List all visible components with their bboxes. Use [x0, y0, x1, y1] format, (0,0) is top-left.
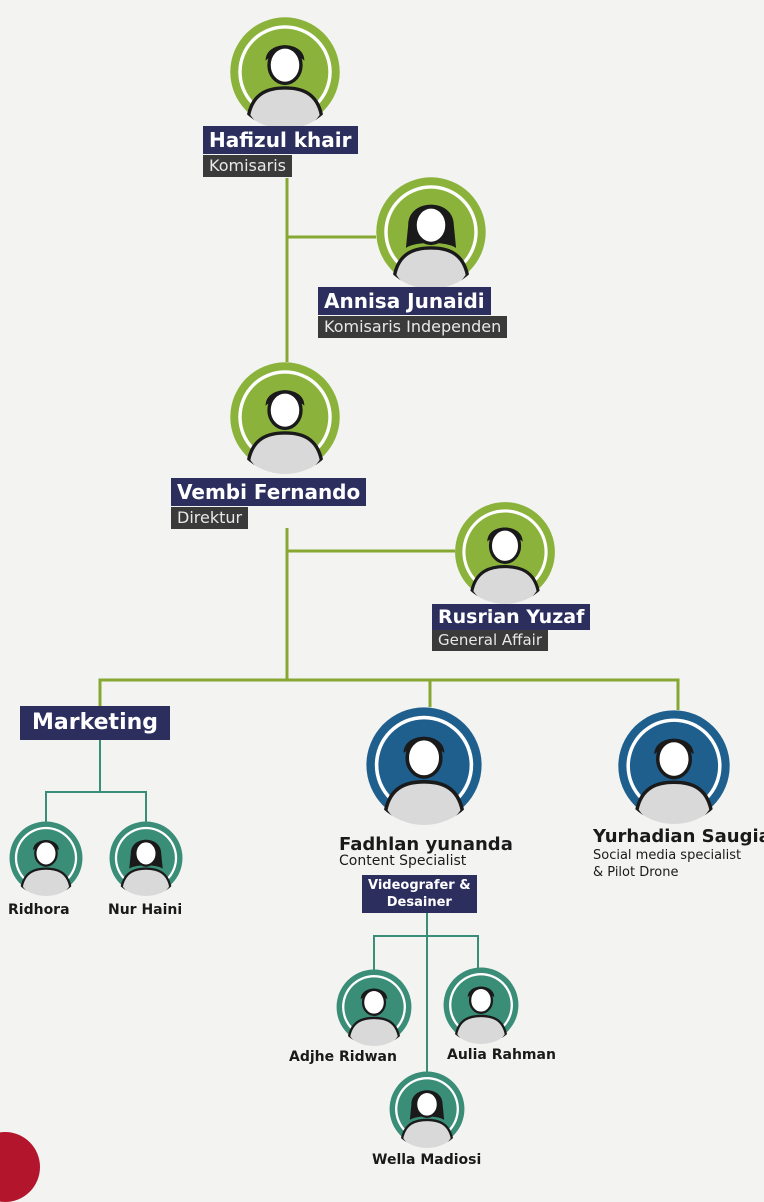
name-direktur: Vembi Fernando: [171, 478, 367, 506]
person-icon: [9, 821, 83, 896]
avatar-adjhe-ridwan: [335, 968, 413, 1046]
team-videografer-desainer: Videografer & Desainer: [362, 875, 477, 913]
name-yurhadian: Yurhadian Saugia: [593, 826, 764, 847]
name-aulia-rahman: Aulia Rahman: [447, 1047, 556, 1063]
avatar-komisaris: [228, 15, 342, 129]
person-icon: [376, 177, 486, 289]
avatar-direktur: [228, 360, 342, 474]
name-komisaris: Hafizul khair: [203, 126, 358, 154]
role-general-affair: General Affair: [432, 630, 549, 651]
role-komisaris: Komisaris: [203, 155, 293, 177]
person-icon: [443, 967, 519, 1044]
name-fadhlan: Fadhlan yunanda: [339, 834, 513, 855]
person-icon: [336, 969, 412, 1046]
org-chart: Hafizul khair Komisaris Annisa Junaidi K…: [0, 15, 764, 1202]
name-wella-madiosi: Wella Madiosi: [372, 1152, 482, 1168]
person-icon: [455, 502, 555, 604]
avatar-general-affair: [453, 500, 557, 604]
team-label-line2: Desainer: [386, 895, 452, 910]
name-adjhe-ridwan: Adjhe Ridwan: [289, 1049, 397, 1065]
name-nur-haini: Nur Haini: [108, 902, 183, 918]
role-yurhadian-line1: Social media specialist: [593, 848, 742, 863]
role-direktur: Direktur: [171, 507, 249, 529]
avatar-yurhadian: [616, 708, 732, 824]
avatar-ridhora: [8, 820, 84, 896]
person-icon: [618, 710, 730, 824]
name-general-affair: Rusrian Yuzaf: [432, 604, 591, 630]
connector-lines: [45, 178, 680, 1072]
person-icon: [366, 707, 482, 825]
line-division-bar: [98, 678, 680, 710]
name-komisaris-independen: Annisa Junaidi: [318, 287, 491, 315]
line-marketing-members: [45, 791, 147, 822]
avatar-fadhlan: [364, 705, 484, 825]
role-yurhadian-line2: & Pilot Drone: [593, 865, 679, 880]
avatar-nur-haini: [108, 820, 184, 896]
avatar-komisaris-independen: [374, 175, 488, 289]
avatar-aulia-rahman: [442, 966, 520, 1044]
role-komisaris-independen: Komisaris Independen: [318, 316, 508, 338]
name-ridhora: Ridhora: [8, 902, 70, 918]
team-label-line1: Videografer &: [368, 878, 471, 893]
person-icon: [109, 821, 183, 896]
avatar-wella-madiosi: [388, 1070, 466, 1148]
person-icon: [230, 362, 340, 474]
dept-marketing: Marketing: [20, 706, 171, 740]
line-content-team-members: [373, 935, 479, 970]
role-fadhlan: Content Specialist: [339, 853, 467, 869]
person-icon: [389, 1071, 465, 1148]
person-icon: [230, 17, 340, 129]
